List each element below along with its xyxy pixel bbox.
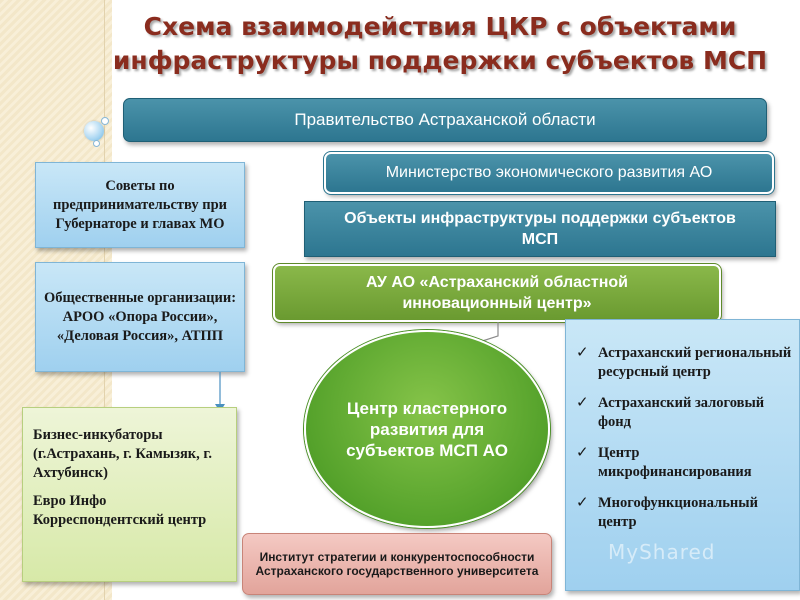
list-item: ✓Центр микрофинансирования (576, 443, 752, 480)
support-objects-list-box: ✓Астраханский региональный ресурсный цен… (565, 319, 800, 591)
government-label: Правительство Астраханской области (294, 110, 596, 129)
list-item: ✓Многофункциональный центр (576, 493, 758, 530)
bubble-small-icon (93, 140, 100, 147)
bubble-small-icon (101, 117, 109, 125)
slide-title: Схема взаимодействия ЦКР с объектами инф… (112, 12, 768, 75)
incubators-item: Бизнес-инкубаторы (г.Астрахань, г. Камыз… (33, 427, 212, 481)
public-orgs-label: Общественные организации: АРОО «Опора Ро… (43, 289, 237, 344)
list-item: ✓Астраханский залоговый фонд (576, 393, 765, 430)
ministry-label: Министерство экономического развития АО (385, 164, 713, 181)
check-icon: ✓ (576, 393, 589, 411)
institute-label: Институт стратегии и конкурентоспособнос… (255, 550, 539, 578)
incubators-box: Бизнес-инкубаторы (г.Астрахань, г. Камыз… (22, 407, 237, 582)
check-icon: ✓ (576, 443, 589, 461)
infrastructure-label: Объекты инфраструктуры поддержки субъект… (344, 210, 736, 248)
incubators-item: Евро Инфо Корреспондентский центр (33, 493, 207, 528)
support-objects-list: ✓Астраханский региональный ресурсный цен… (574, 343, 793, 532)
check-icon: ✓ (576, 343, 589, 361)
bubble-large-icon (84, 121, 104, 141)
check-icon: ✓ (576, 493, 589, 511)
councils-box: Советы по предпринимательству при Губерн… (35, 162, 245, 248)
innovation-center-label: АУ АО «Астраханский областной инновацион… (365, 274, 629, 312)
public-orgs-box: Общественные организации: АРОО «Опора Ро… (35, 262, 245, 372)
innovation-center-box: АУ АО «Астраханский областной инновацион… (272, 263, 722, 323)
institute-box: Институт стратегии и конкурентоспособнос… (242, 533, 552, 595)
government-box: Правительство Астраханской области (123, 98, 767, 142)
infrastructure-box: Объекты инфраструктуры поддержки субъект… (304, 201, 776, 257)
cluster-center-label: Центр кластерного развития для субъектов… (346, 398, 508, 460)
ministry-box: Министерство экономического развития АО (323, 151, 775, 195)
councils-label: Советы по предпринимательству при Губерн… (52, 177, 228, 232)
cluster-center-circle: Центр кластерного развития для субъектов… (304, 330, 550, 528)
list-item: ✓Астраханский региональный ресурсный цен… (576, 343, 792, 380)
watermark-logo: MyShared (608, 540, 716, 564)
